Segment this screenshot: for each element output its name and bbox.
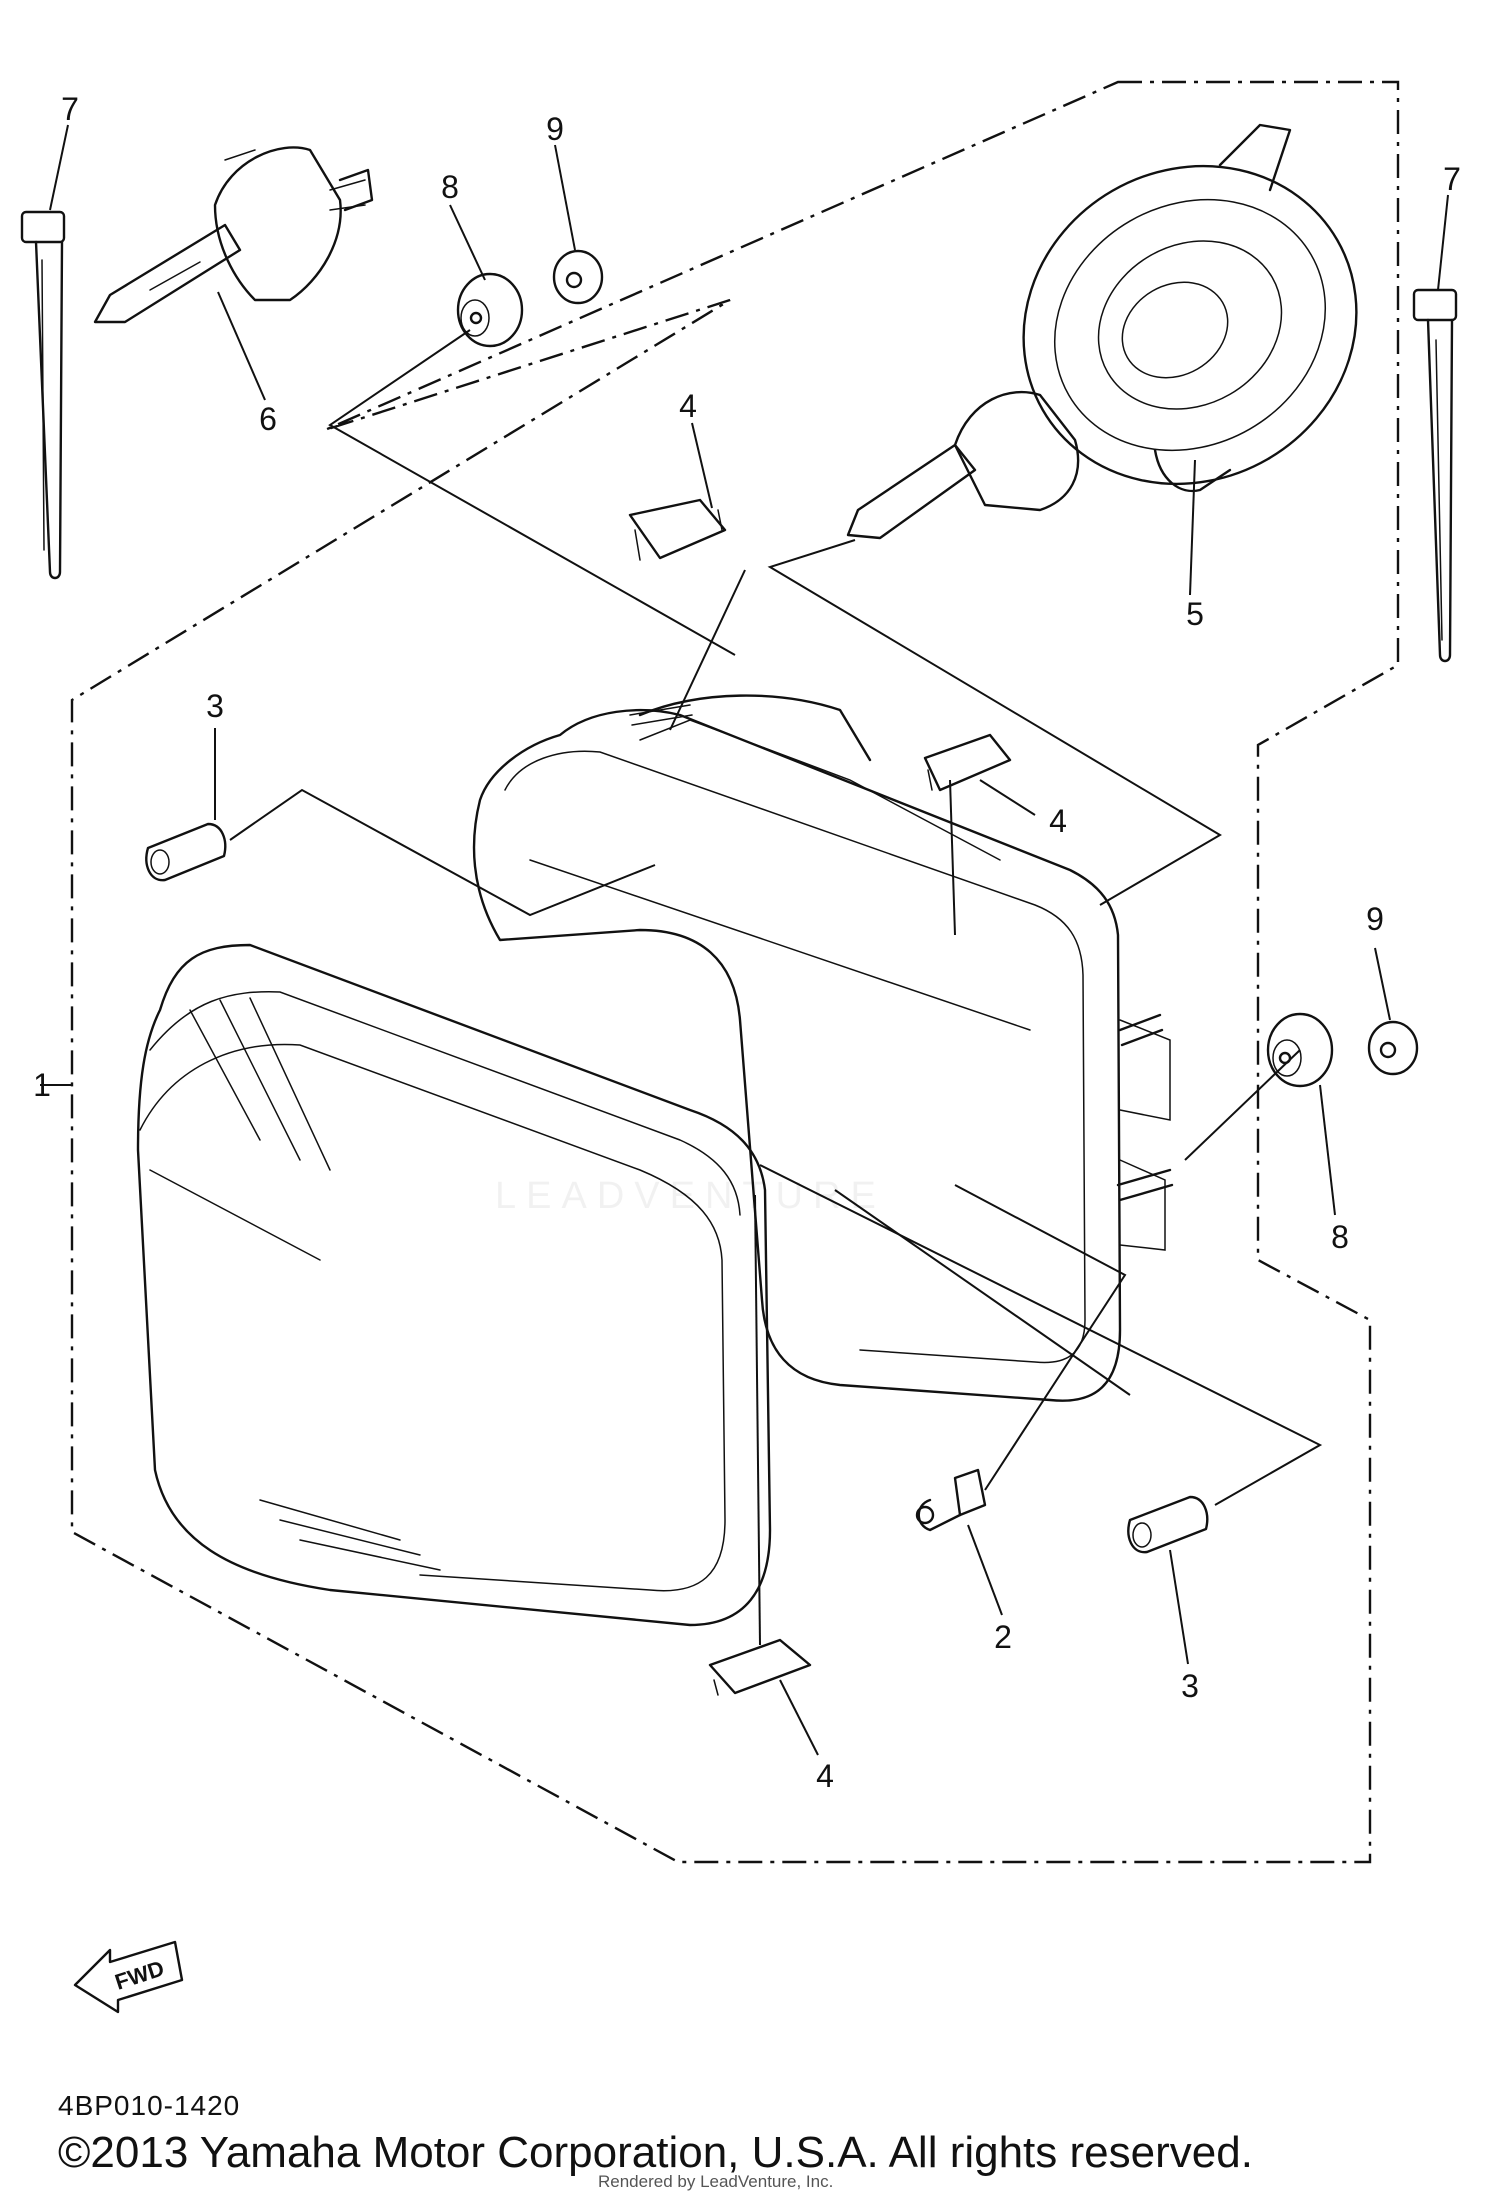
callout-9-top: 9 bbox=[546, 111, 564, 147]
callout-7-left: 7 bbox=[61, 91, 79, 127]
callout-8-right: 8 bbox=[1331, 1219, 1349, 1255]
headlight-lens bbox=[136, 943, 772, 1627]
callout-8-top: 8 bbox=[441, 169, 459, 205]
callout-4-bottom: 4 bbox=[816, 1758, 834, 1794]
callout-4-middle: 4 bbox=[1049, 803, 1067, 839]
adjuster-part-3-left bbox=[145, 822, 227, 882]
diagram-code: 4BP010-1420 bbox=[58, 2090, 241, 2121]
nut-part-9-top bbox=[552, 249, 604, 305]
rendered-by-credit: Rendered by LeadVenture, Inc. bbox=[598, 2172, 834, 2191]
callout-4-top: 4 bbox=[679, 388, 697, 424]
bulb-part-6 bbox=[93, 146, 374, 324]
callout-7-right: 7 bbox=[1443, 161, 1461, 197]
clip-part-4-top bbox=[628, 498, 727, 561]
headlight-housing bbox=[472, 694, 1174, 1402]
explode-lines bbox=[40, 329, 1323, 1646]
clip-part-4-middle bbox=[923, 733, 1012, 792]
clip-part-2 bbox=[915, 1468, 987, 1532]
callout-3-right: 3 bbox=[1181, 1668, 1199, 1704]
cable-tie-part-7-left bbox=[20, 210, 66, 580]
cable-tie-part-7-right bbox=[1412, 288, 1458, 663]
callout-labels: 7 7 8 9 6 4 5 3 4 9 1 8 2 3 4 bbox=[33, 91, 1461, 1794]
nut-part-9-right bbox=[1367, 1020, 1419, 1076]
copyright-notice: ©2013 Yamaha Motor Corporation, U.S.A. A… bbox=[58, 2128, 1253, 2177]
callout-6: 6 bbox=[259, 401, 277, 437]
callout-3-left: 3 bbox=[206, 688, 224, 724]
callout-5: 5 bbox=[1186, 596, 1204, 632]
clip-part-4-bottom bbox=[708, 1638, 812, 1696]
callout-9-right: 9 bbox=[1366, 901, 1384, 937]
callout-leaders bbox=[49, 124, 1449, 1756]
forward-label: FWD bbox=[112, 1955, 167, 1994]
callout-2: 2 bbox=[994, 1619, 1012, 1655]
forward-direction-arrow: FWD bbox=[73, 1940, 184, 2014]
watermark: LEADVENTURE bbox=[495, 1175, 886, 1217]
adjuster-part-3-right bbox=[1127, 1495, 1209, 1554]
callout-1: 1 bbox=[33, 1067, 51, 1103]
grommet-part-8-top bbox=[456, 272, 524, 348]
assembly-boundary bbox=[70, 80, 1400, 1864]
socket-part-5 bbox=[846, 123, 1358, 540]
